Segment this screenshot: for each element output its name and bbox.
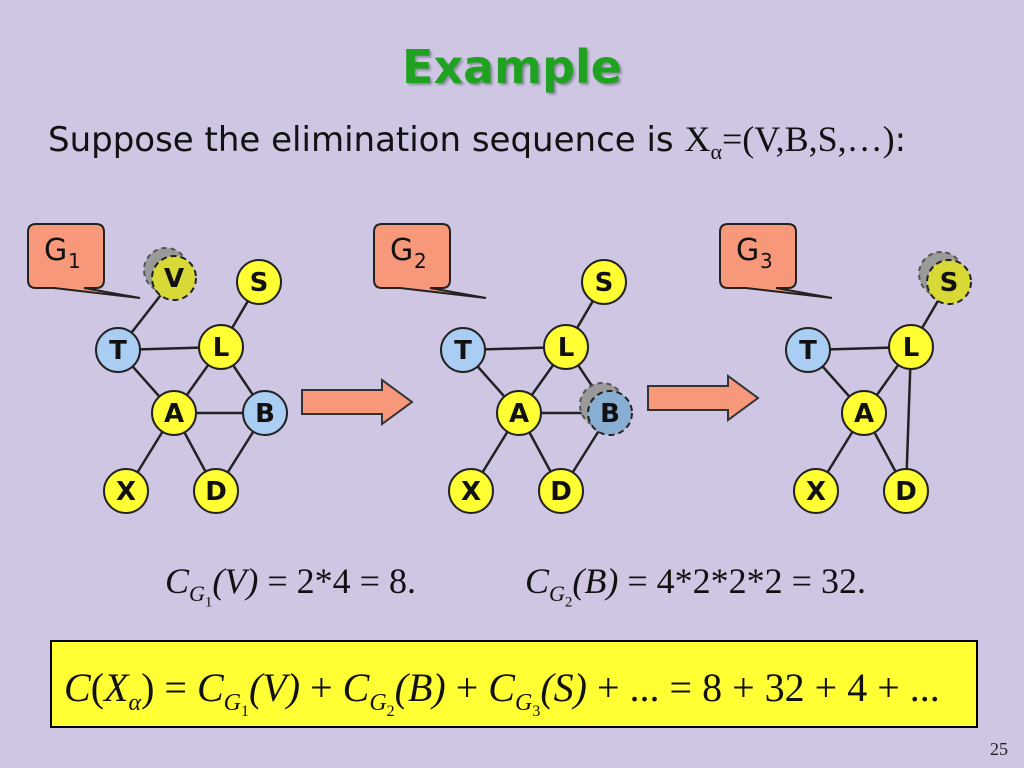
node-X: [793, 468, 839, 514]
term1-sub: 1: [240, 702, 249, 720]
node-label-X: X: [461, 477, 481, 507]
formula2-c: C: [525, 561, 550, 601]
graph-label-sub-g2: 2: [414, 249, 427, 273]
transition-arrow-1: [301, 378, 414, 426]
node-label-T: T: [799, 336, 817, 366]
node-T: [440, 327, 486, 373]
formula1-rest: = 2*4 = 8.: [258, 561, 416, 601]
plus-2: +: [445, 665, 489, 710]
graph-label-g2: G: [390, 233, 413, 268]
formula2-rest: = 4*2*2*2 = 32.: [618, 561, 866, 601]
node-label-S: S: [940, 268, 959, 298]
node-label-L: L: [903, 333, 920, 363]
node-A: [841, 390, 887, 436]
graph-label-g3: G: [736, 233, 759, 268]
node-label-V: V: [164, 264, 184, 294]
total-close: ) =: [141, 665, 197, 710]
formula2-arg: (B): [572, 561, 619, 601]
node-label-A: A: [854, 399, 874, 429]
term3-g: G: [514, 690, 533, 716]
callout-g1: [27, 223, 141, 299]
edge-L-D: [904, 346, 913, 492]
formula2-g: G: [549, 581, 565, 607]
node-L: [198, 324, 244, 370]
term2-arg: (B): [394, 665, 446, 710]
total-cost-formula: C(Xα) = CG1(V) + CG2(B) + CG3(S) + ... =…: [64, 664, 940, 721]
total-open: (: [90, 665, 105, 710]
plus-1: +: [300, 665, 343, 710]
slide-title: Example: [402, 40, 622, 94]
node-label-D: D: [895, 477, 917, 507]
node-label-D: D: [205, 477, 227, 507]
term2-g: G: [369, 690, 387, 716]
total-c: C: [64, 665, 91, 710]
node-L: [888, 324, 934, 370]
total-x: X: [104, 665, 129, 710]
callout-g3: [719, 223, 833, 299]
node-label-D: D: [550, 477, 572, 507]
term3-arg: (S): [540, 665, 587, 710]
subtitle-text: Suppose the elimination sequence is: [48, 120, 685, 160]
node-label-T: T: [109, 336, 127, 366]
node-T: [95, 327, 141, 373]
seq-rest: =(V,B,S,…): [722, 119, 895, 159]
node-T: [785, 327, 831, 373]
node-label-S: S: [595, 268, 614, 298]
term3-sub: 3: [532, 702, 541, 720]
formula-cost-b: CG2(B) = 4*2*2*2 = 32.: [525, 560, 866, 612]
node-L: [543, 324, 589, 370]
node-A: [496, 390, 542, 436]
node-V: [151, 255, 197, 301]
formula1-arg: (V): [212, 561, 259, 601]
term1-arg: (V): [248, 665, 301, 710]
node-label-B: B: [600, 399, 620, 429]
formula2-sub: 2: [564, 594, 573, 611]
node-label-A: A: [164, 399, 184, 429]
node-label-B: B: [255, 399, 275, 429]
node-label-L: L: [558, 333, 575, 363]
node-X: [103, 468, 149, 514]
total-x-sub: α: [128, 690, 142, 716]
node-A: [151, 390, 197, 436]
node-B: [587, 390, 633, 436]
total-rest: + ... = 8 + 32 + 4 + ...: [586, 665, 940, 710]
node-label-T: T: [454, 336, 472, 366]
term1-c: C: [196, 665, 224, 710]
graph-label-sub-g3: 3: [760, 249, 773, 273]
node-X: [448, 468, 494, 514]
transition-arrow-2: [647, 374, 760, 422]
node-label-X: X: [806, 477, 826, 507]
formula1-c: C: [165, 561, 190, 601]
node-label-S: S: [250, 268, 269, 298]
elimination-sequence: Xα=(V,B,S,…): [684, 119, 895, 164]
total-cost-box: C(Xα) = CG1(V) + CG2(B) + CG3(S) + ... =…: [50, 640, 978, 728]
formula-cost-v: CG1(V) = 2*4 = 8.: [165, 560, 416, 612]
node-S: [581, 259, 627, 305]
formula1-g: G: [189, 581, 205, 607]
node-D: [538, 468, 584, 514]
node-label-L: L: [213, 333, 230, 363]
node-S: [926, 259, 972, 305]
term2-sub: 2: [386, 702, 395, 720]
subtitle: Suppose the elimination sequence is Xα=(…: [48, 118, 906, 165]
page-number: 25: [990, 739, 1008, 759]
graph-label-g1: G: [44, 233, 67, 268]
seq-sub: α: [710, 139, 722, 165]
subtitle-colon: :: [894, 120, 907, 160]
term1-g: G: [223, 690, 241, 716]
formula1-sub: 1: [204, 594, 213, 611]
node-D: [193, 468, 239, 514]
node-S: [236, 259, 282, 305]
node-label-X: X: [116, 477, 136, 507]
node-D: [883, 468, 929, 514]
node-B: [242, 390, 288, 436]
seq-x: X: [684, 119, 711, 159]
term3-c: C: [488, 665, 515, 710]
node-label-A: A: [509, 399, 529, 429]
term2-c: C: [342, 665, 370, 710]
graph-label-sub-g1: 1: [68, 249, 81, 273]
callout-g2: [373, 223, 487, 299]
